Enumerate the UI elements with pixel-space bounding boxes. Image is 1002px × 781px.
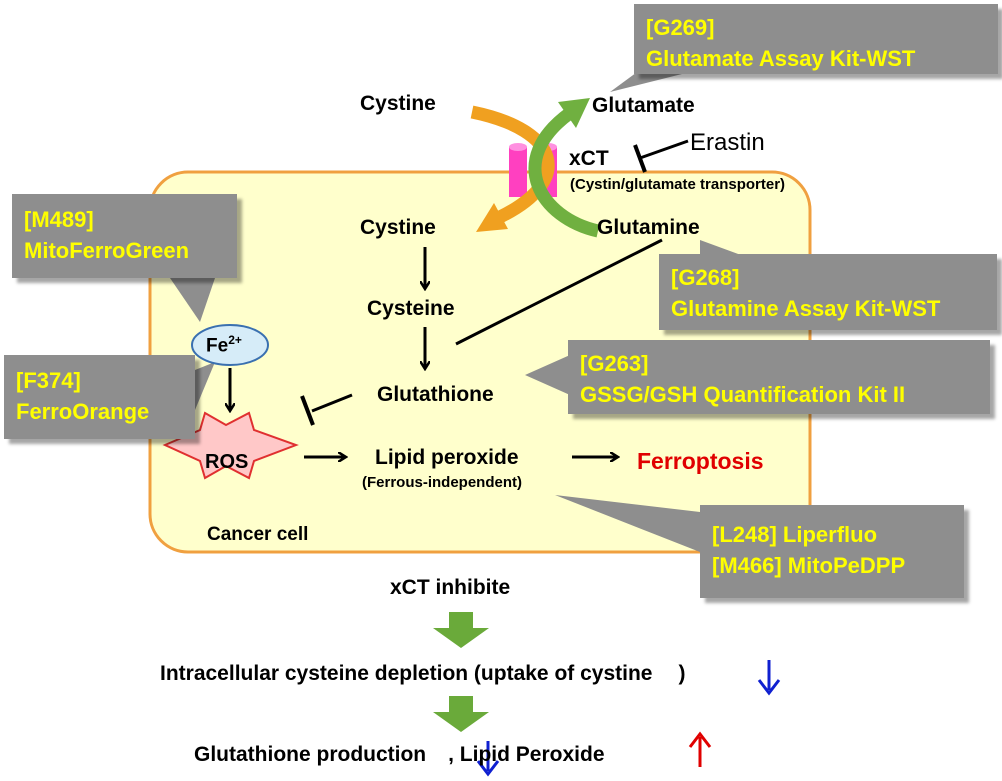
cystine-down-arrow-icon [757,660,781,696]
callout-g263: [G263] GSSG/GSH Quantification Kit II [568,340,990,414]
fe-oval [191,324,269,366]
fe-label: Fe2+ [206,333,242,357]
step-xct-inhibite: xCT inhibite [390,576,511,599]
cystine-import-arrow [470,105,555,232]
ros-label: ROS [205,451,249,473]
callout-tail-m489 [170,278,215,322]
callout-g268-code: [G268] [671,265,740,290]
callout-g269: [G269] Glutamate Assay Kit-WST [634,4,998,74]
lipid-up-arrow-icon [688,731,712,767]
flow-arrow-1 [433,612,489,648]
callout-m489-code: [M489] [24,207,94,232]
step-glutathione-lipid: Glutathione production , Lipid Peroxide [194,743,605,767]
glutamate-label: Glutamate [592,94,695,117]
flow-arrow-2 [433,696,489,732]
lipid-peroxide-label: Lipid peroxide [375,446,519,469]
glutamine-label: Glutamine [597,216,700,239]
callout-f374: [F374] FerroOrange [4,355,195,439]
cysteine-label: Cysteine [367,297,455,320]
lipid-peroxide-subtitle: (Ferrous-independent) [362,474,522,491]
glutamine-link-line [455,238,663,346]
callout-f374-code: [F374] [16,368,81,393]
glutamate-export-arrow [528,98,600,238]
cystine-outside-label: Cystine [360,92,436,115]
cancer-cell-label: Cancer cell [207,524,309,545]
callout-tail-g269 [610,70,690,92]
erastin-label: Erastin [690,129,765,156]
callout-g263-name: GSSG/GSH Quantification Kit II [580,382,906,407]
step-cysteine-depletion: Intracellular cysteine depletion (uptake… [160,662,685,686]
step-cysteine-depletion-text: Intracellular cysteine depletion (uptake… [160,662,653,685]
glutathione-down-arrow-icon [476,741,500,777]
callout-g269-code: [G269] [646,15,715,40]
callout-tail-f374 [195,362,215,410]
callout-tail-g263 [525,355,570,395]
callout-m489: [M489] MitoFerroGreen [12,194,237,278]
callout-f374-name: FerroOrange [16,399,150,424]
step-cysteine-depletion-close: ) [678,662,686,685]
fe-symbol: Fe [206,335,229,357]
callout-g269-name: Glutamate Assay Kit-WST [646,46,916,71]
ferroptosis-label: Ferroptosis [637,448,764,474]
xct-subtitle: (Cystin/glutamate transporter) [570,176,786,193]
callout-g268: [G268] Glutamine Assay Kit-WST [659,254,997,330]
callout-g268-name: Glutamine Assay Kit-WST [671,296,941,321]
callout-l248-line1: [L248] Liperfluo [712,522,878,547]
callout-l248: [L248] Liperfluo [M466] MitoPeDPP [700,505,964,598]
ros-burst [162,411,299,480]
callout-l248-line2: [M466] MitoPeDPP [712,553,906,578]
erastin-inhibition-line [633,139,689,173]
callout-m489-name: MitoFerroGreen [24,238,190,263]
xct-label: xCT [569,147,609,170]
step-glutathione-text: Glutathione production [194,743,427,766]
callout-g263-code: [G263] [580,351,649,376]
fe-charge: 2+ [228,333,242,347]
cystine-inside-label: Cystine [360,216,436,239]
callout-tail-l248 [555,495,700,552]
glutathione-inhibition-line [300,393,353,426]
step-lipid-text: , Lipid Peroxide [448,743,605,766]
glutathione-label: Glutathione [377,383,494,406]
